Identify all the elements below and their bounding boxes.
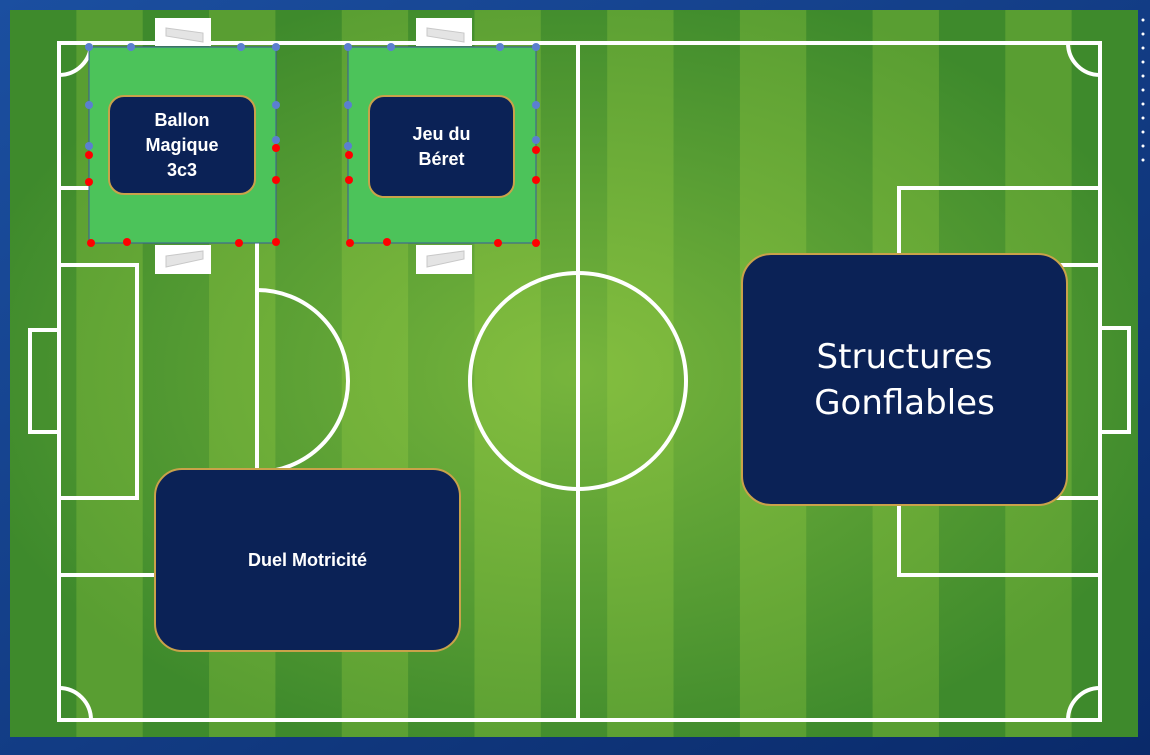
cone-marker — [127, 43, 135, 51]
cone-marker — [272, 144, 280, 152]
cone-marker — [532, 176, 540, 184]
cone-marker — [272, 136, 280, 144]
cone-marker — [85, 43, 93, 51]
goal-icon — [155, 18, 211, 46]
cone-marker — [346, 239, 354, 247]
cone-marker — [272, 238, 280, 246]
mini-goals — [155, 18, 472, 274]
left-penalty-arc — [256, 288, 350, 474]
center-circle — [468, 271, 688, 491]
cone-marker — [344, 142, 352, 150]
edge-dots — [1141, 18, 1145, 162]
cone-marker — [345, 176, 353, 184]
goal-icon — [155, 245, 211, 274]
corner-arc-tr — [1066, 42, 1101, 77]
cone-marker — [85, 101, 93, 109]
goal-icon — [416, 245, 472, 274]
cone-marker — [344, 43, 352, 51]
cone-marker — [532, 43, 540, 51]
structures-gonflables-box: Structures Gonflables — [741, 253, 1068, 506]
corner-arc-bl — [58, 686, 93, 721]
cone-marker — [272, 101, 280, 109]
left-goal — [28, 328, 61, 434]
cone-marker — [494, 239, 502, 247]
cone-marker — [237, 43, 245, 51]
right-goal — [1098, 326, 1131, 434]
corner-arc-br — [1066, 686, 1101, 721]
jeu-du-beret-label: Jeu du Béret — [412, 123, 471, 169]
cone-marker — [532, 136, 540, 144]
cone-markers — [85, 43, 540, 247]
cone-marker — [235, 239, 243, 247]
ballon-magique-label: Ballon Magique 3c3 — [145, 109, 219, 180]
cone-marker — [383, 238, 391, 246]
cone-marker — [272, 176, 280, 184]
cone-marker — [532, 146, 540, 154]
duel-motricite-label: Duel Motricité — [247, 549, 367, 570]
cone-marker — [344, 101, 352, 109]
cone-marker — [532, 101, 540, 109]
goal-icon — [416, 18, 472, 46]
cone-marker — [387, 43, 395, 51]
cone-marker — [85, 178, 93, 186]
cone-marker — [85, 151, 93, 159]
cone-marker — [123, 238, 131, 246]
cone-marker — [345, 151, 353, 159]
cone-marker — [272, 43, 280, 51]
jeu-du-beret-box: Jeu du Béret — [368, 95, 515, 198]
duel-motricite-box: Duel Motricité — [154, 468, 461, 652]
cone-marker — [496, 43, 504, 51]
structures-gonflables-label: Structures Gonflables — [814, 336, 995, 423]
cone-marker — [532, 239, 540, 247]
ballon-magique-box: Ballon Magique 3c3 — [108, 95, 256, 195]
cone-marker — [85, 142, 93, 150]
cone-marker — [87, 239, 95, 247]
